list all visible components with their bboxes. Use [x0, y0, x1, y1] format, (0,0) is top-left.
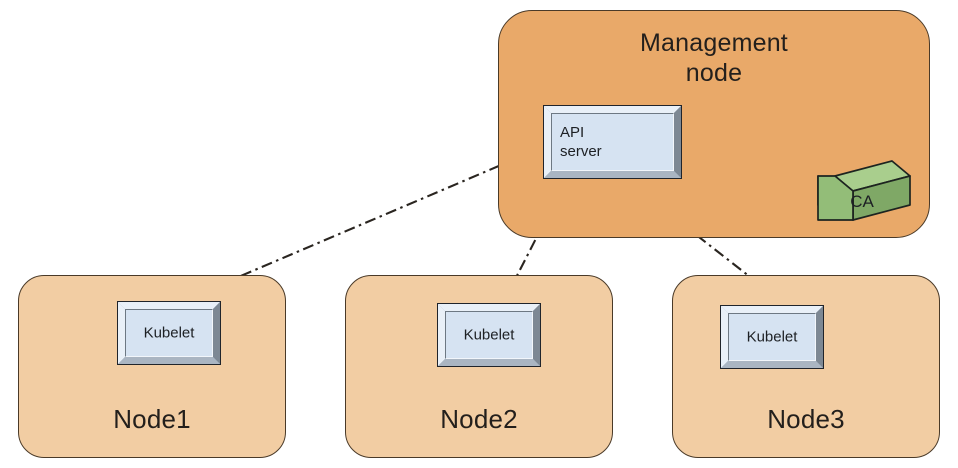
kubelet-face-2	[445, 311, 533, 359]
node-label-3: Node3	[767, 404, 845, 435]
kubelet-label-1: Kubelet	[143, 324, 195, 342]
management-node-label: Management node	[640, 29, 788, 87]
bevel-bottom	[544, 171, 681, 178]
ca-box[interactable]: CA	[817, 158, 911, 221]
ca-label: CA	[850, 192, 874, 211]
kubelet-label-2: Kubelet	[463, 326, 515, 344]
kubelet-face-3	[728, 313, 816, 361]
kubelet-label-3: Kubelet	[746, 328, 798, 346]
bevel-right	[674, 106, 681, 178]
bevel-top	[721, 306, 823, 313]
bevel-bottom	[721, 361, 823, 368]
kubelet-box-3[interactable]: Kubelet	[720, 305, 824, 369]
ca-cuboid-shape	[817, 160, 911, 221]
kubelet-box-2[interactable]: Kubelet	[437, 303, 541, 367]
bevel-left	[544, 106, 551, 178]
bevel-bottom	[118, 357, 220, 364]
bevel-top	[118, 302, 220, 309]
bevel-top	[438, 304, 540, 311]
node-label-1: Node1	[113, 404, 191, 435]
api-server-label: API server	[560, 124, 602, 161]
kubelet-box-1[interactable]: Kubelet	[117, 301, 221, 365]
bevel-bottom	[438, 359, 540, 366]
api-server-face	[551, 113, 674, 171]
kubelet-face-1	[125, 309, 213, 357]
node-label-2: Node2	[440, 404, 518, 435]
api-server-box[interactable]: API server	[543, 105, 682, 179]
bevel-top	[544, 106, 681, 113]
